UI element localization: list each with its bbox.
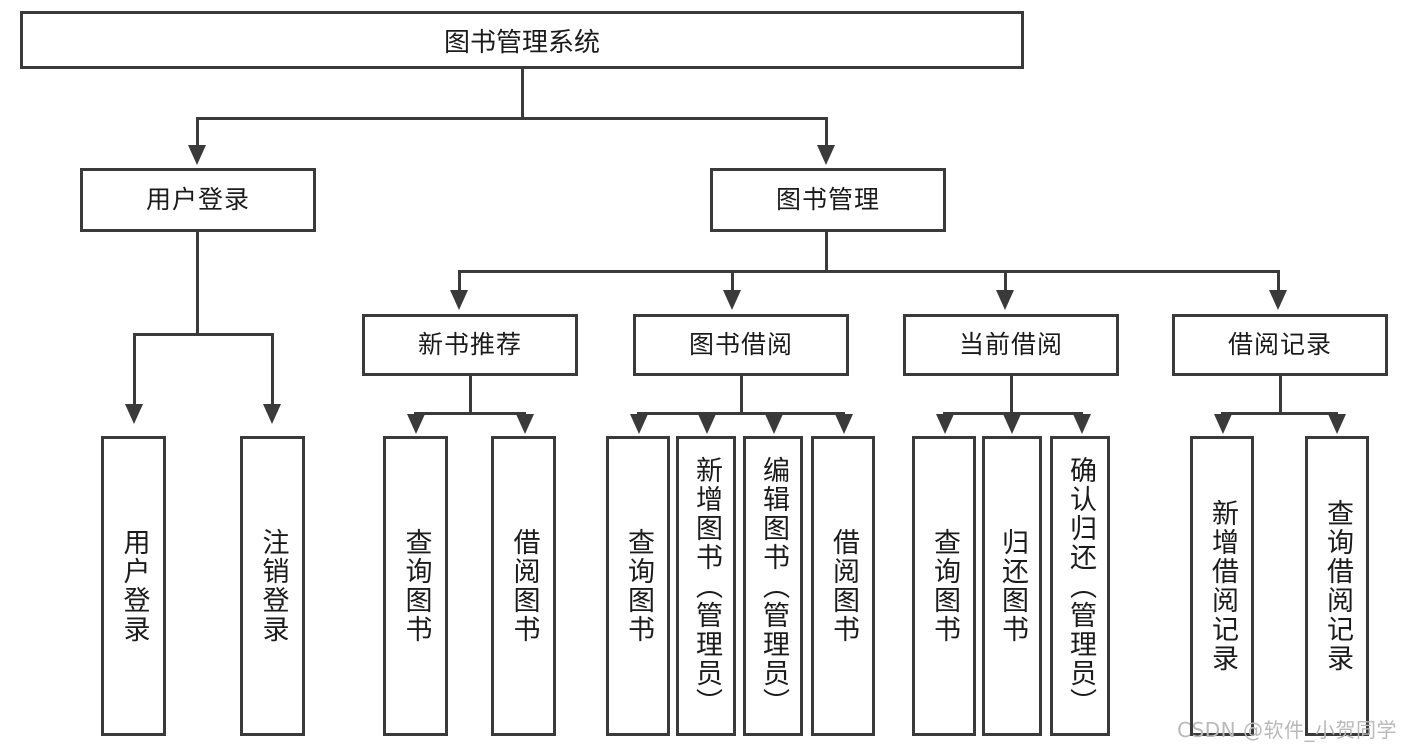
connector-root-split-bar	[196, 117, 828, 120]
connector-bm-drop-1	[458, 270, 461, 292]
leaf-new-book-recommend-1[interactable]: 查询图书	[383, 436, 448, 736]
connector-root-to-book-management	[825, 117, 828, 147]
connector-book-management-stem	[825, 232, 828, 270]
arrow-bb-leaf-2	[698, 414, 716, 434]
leaf-label: 新增借阅记录	[1206, 499, 1238, 673]
leaf-label: 借阅图书	[508, 528, 540, 644]
csdn-watermark: CSDN @软件_小贺同学	[1177, 718, 1397, 742]
connector-cb-stem	[1010, 376, 1013, 412]
arrow-nbr-leaf-2	[516, 414, 534, 434]
leaf-user-login-2[interactable]: 注销登录	[240, 436, 305, 736]
arrow-bb-leaf-4	[835, 414, 853, 434]
leaf-label: 查询图书	[622, 528, 654, 644]
leaf-borrow-record-1[interactable]: 新增借阅记录	[1190, 436, 1254, 736]
leaf-user-login-1[interactable]: 用户登录	[101, 436, 166, 736]
arrow-cb-leaf-2	[1003, 414, 1021, 434]
arrow-cb-leaf-3	[1073, 414, 1091, 434]
node-borrow-record[interactable]: 借阅记录	[1172, 314, 1388, 376]
arrow-bm-to-borrow-record	[1269, 290, 1287, 310]
connector-root-to-user-login	[196, 117, 199, 147]
connector-root-stem	[521, 69, 524, 117]
connector-user-login-drop-2	[271, 333, 274, 406]
arrow-br-leaf-2	[1328, 414, 1346, 434]
arrow-nbr-leaf-1	[407, 414, 425, 434]
node-label: 图书管理	[775, 185, 880, 215]
leaf-current-borrow-2[interactable]: 归还图书	[982, 436, 1042, 736]
node-book-borrow[interactable]: 图书借阅	[633, 314, 849, 376]
connector-br-split-bar	[1221, 412, 1338, 415]
connector-bm-drop-4	[1277, 270, 1280, 292]
connector-bb-stem	[740, 376, 743, 412]
leaf-book-borrow-2[interactable]: 新增图书（管理员）	[676, 436, 736, 736]
node-label: 当前借阅	[958, 330, 1063, 360]
leaf-label: 新增图书（管理员）	[690, 455, 722, 717]
arrow-user-login-leaf-2	[263, 404, 281, 424]
node-user-login[interactable]: 用户登录	[80, 168, 316, 232]
arrow-br-leaf-1	[1214, 414, 1232, 434]
node-new-book-recommend[interactable]: 新书推荐	[362, 314, 578, 376]
connector-nbr-stem	[469, 376, 472, 412]
node-label: 新书推荐	[417, 330, 522, 360]
connector-cb-split-bar	[943, 412, 1083, 415]
leaf-book-borrow-4[interactable]: 借阅图书	[811, 436, 875, 736]
node-current-borrow[interactable]: 当前借阅	[903, 314, 1119, 376]
arrow-root-to-user-login	[188, 145, 206, 165]
leaf-new-book-recommend-2[interactable]: 借阅图书	[491, 436, 556, 736]
arrow-bm-to-book-borrow	[723, 290, 741, 310]
leaf-label: 查询图书	[928, 528, 960, 644]
arrow-bb-leaf-1	[630, 414, 648, 434]
connector-user-login-split-bar	[133, 333, 274, 336]
connector-bm-drop-3	[1004, 270, 1007, 292]
arrow-root-to-book-management	[817, 145, 835, 165]
node-root-book-management-system[interactable]: 图书管理系统	[20, 11, 1024, 69]
arrow-bb-leaf-3	[765, 414, 783, 434]
leaf-label: 用户登录	[118, 528, 150, 644]
leaf-label: 借阅图书	[827, 528, 859, 644]
leaf-label: 查询图书	[400, 528, 432, 644]
arrow-user-login-leaf-1	[125, 404, 143, 424]
leaf-label: 确认归还（管理员）	[1064, 455, 1096, 717]
leaf-label: 注销登录	[257, 528, 289, 644]
node-book-management[interactable]: 图书管理	[710, 168, 946, 232]
connector-bm-drop-2	[731, 270, 734, 292]
arrow-bm-to-current-borrow	[996, 290, 1014, 310]
node-label: 用户登录	[145, 185, 250, 215]
leaf-borrow-record-2[interactable]: 查询借阅记录	[1305, 436, 1369, 736]
leaf-current-borrow-3[interactable]: 确认归还（管理员）	[1050, 436, 1110, 736]
connector-bb-split-bar	[637, 412, 845, 415]
leaf-label: 归还图书	[996, 528, 1028, 644]
leaf-label: 编辑图书（管理员）	[757, 455, 789, 717]
leaf-label: 查询借阅记录	[1321, 499, 1353, 673]
connector-br-stem	[1279, 376, 1282, 412]
connector-user-login-stem	[196, 232, 199, 333]
connector-book-management-split-bar	[458, 270, 1280, 273]
leaf-book-borrow-3[interactable]: 编辑图书（管理员）	[743, 436, 803, 736]
leaf-current-borrow-1[interactable]: 查询图书	[912, 436, 976, 736]
leaf-book-borrow-1[interactable]: 查询图书	[606, 436, 670, 736]
connector-nbr-split-bar	[414, 412, 526, 415]
connector-user-login-drop-1	[133, 333, 136, 406]
node-label: 图书管理系统	[443, 27, 600, 58]
arrow-cb-leaf-1	[936, 414, 954, 434]
node-label: 图书借阅	[688, 330, 793, 360]
arrow-bm-to-new-book-recommend	[450, 290, 468, 310]
node-label: 借阅记录	[1227, 330, 1332, 360]
